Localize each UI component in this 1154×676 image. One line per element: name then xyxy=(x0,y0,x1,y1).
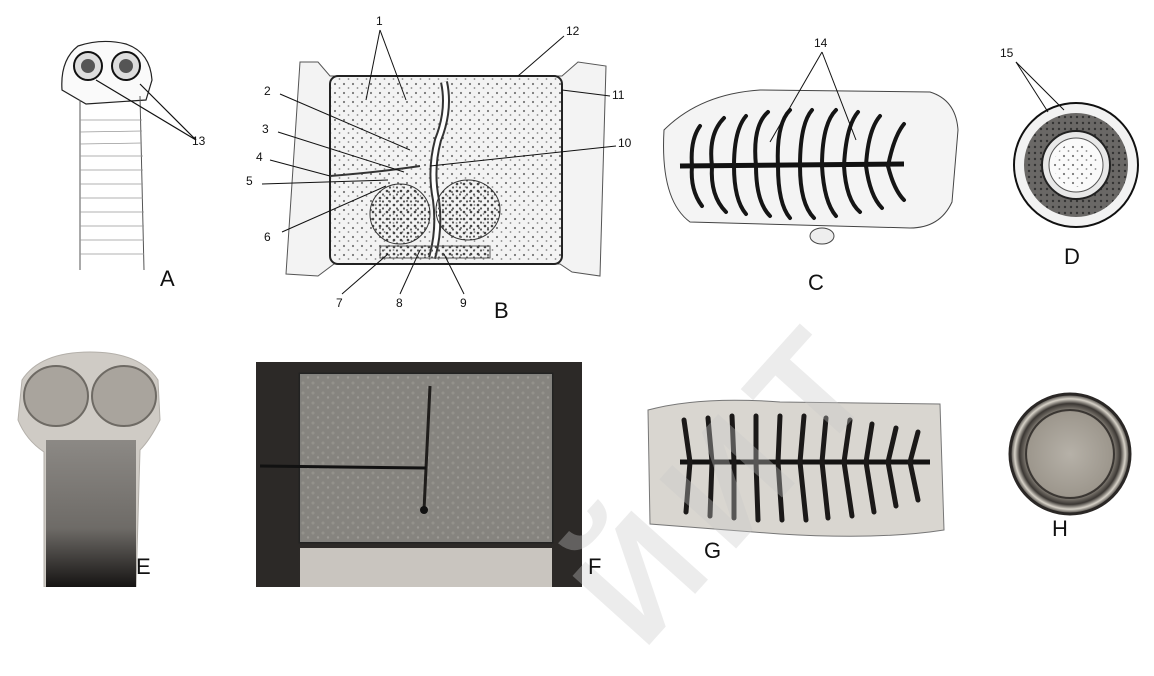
callout-12: 12 xyxy=(566,24,579,38)
callout-2: 2 xyxy=(264,84,271,98)
callout-14: 14 xyxy=(814,36,827,50)
callout-9: 9 xyxy=(460,296,467,310)
panel-label-h: H xyxy=(1052,516,1068,542)
panel-label-c: C xyxy=(808,270,824,296)
figure-stage: ЙИТ A B C D E F G H 1 2 3 4 5 6 7 8 9 10… xyxy=(0,0,1154,587)
panel-d-egg-drawing xyxy=(1014,62,1138,227)
callout-8: 8 xyxy=(396,296,403,310)
callout-1: 1 xyxy=(376,14,383,28)
figure-artwork xyxy=(0,0,1154,587)
callout-3: 3 xyxy=(262,122,269,136)
panel-a-scolex-drawing xyxy=(62,41,196,270)
panel-label-a: A xyxy=(160,266,175,292)
panel-label-b: B xyxy=(494,298,509,324)
callout-6: 6 xyxy=(264,230,271,244)
panel-label-g: G xyxy=(704,538,721,564)
panel-c-gravid-proglottid-drawing xyxy=(664,52,958,244)
panel-h-egg-photo xyxy=(1010,394,1130,514)
panel-label-d: D xyxy=(1064,244,1080,270)
callout-11: 11 xyxy=(612,88,624,102)
panel-f-proglottid-photo xyxy=(256,362,582,587)
panel-b-mature-proglottid-drawing xyxy=(262,30,616,294)
callout-10: 10 xyxy=(618,136,631,150)
panel-label-e: E xyxy=(136,554,151,580)
callout-13: 13 xyxy=(192,134,205,148)
callout-5: 5 xyxy=(246,174,253,188)
callout-7: 7 xyxy=(336,296,343,310)
panel-e-scolex-photo xyxy=(18,352,160,587)
callout-15: 15 xyxy=(1000,46,1013,60)
callout-4: 4 xyxy=(256,150,263,164)
panel-g-gravid-photo xyxy=(648,400,944,536)
panel-label-f: F xyxy=(588,554,601,580)
